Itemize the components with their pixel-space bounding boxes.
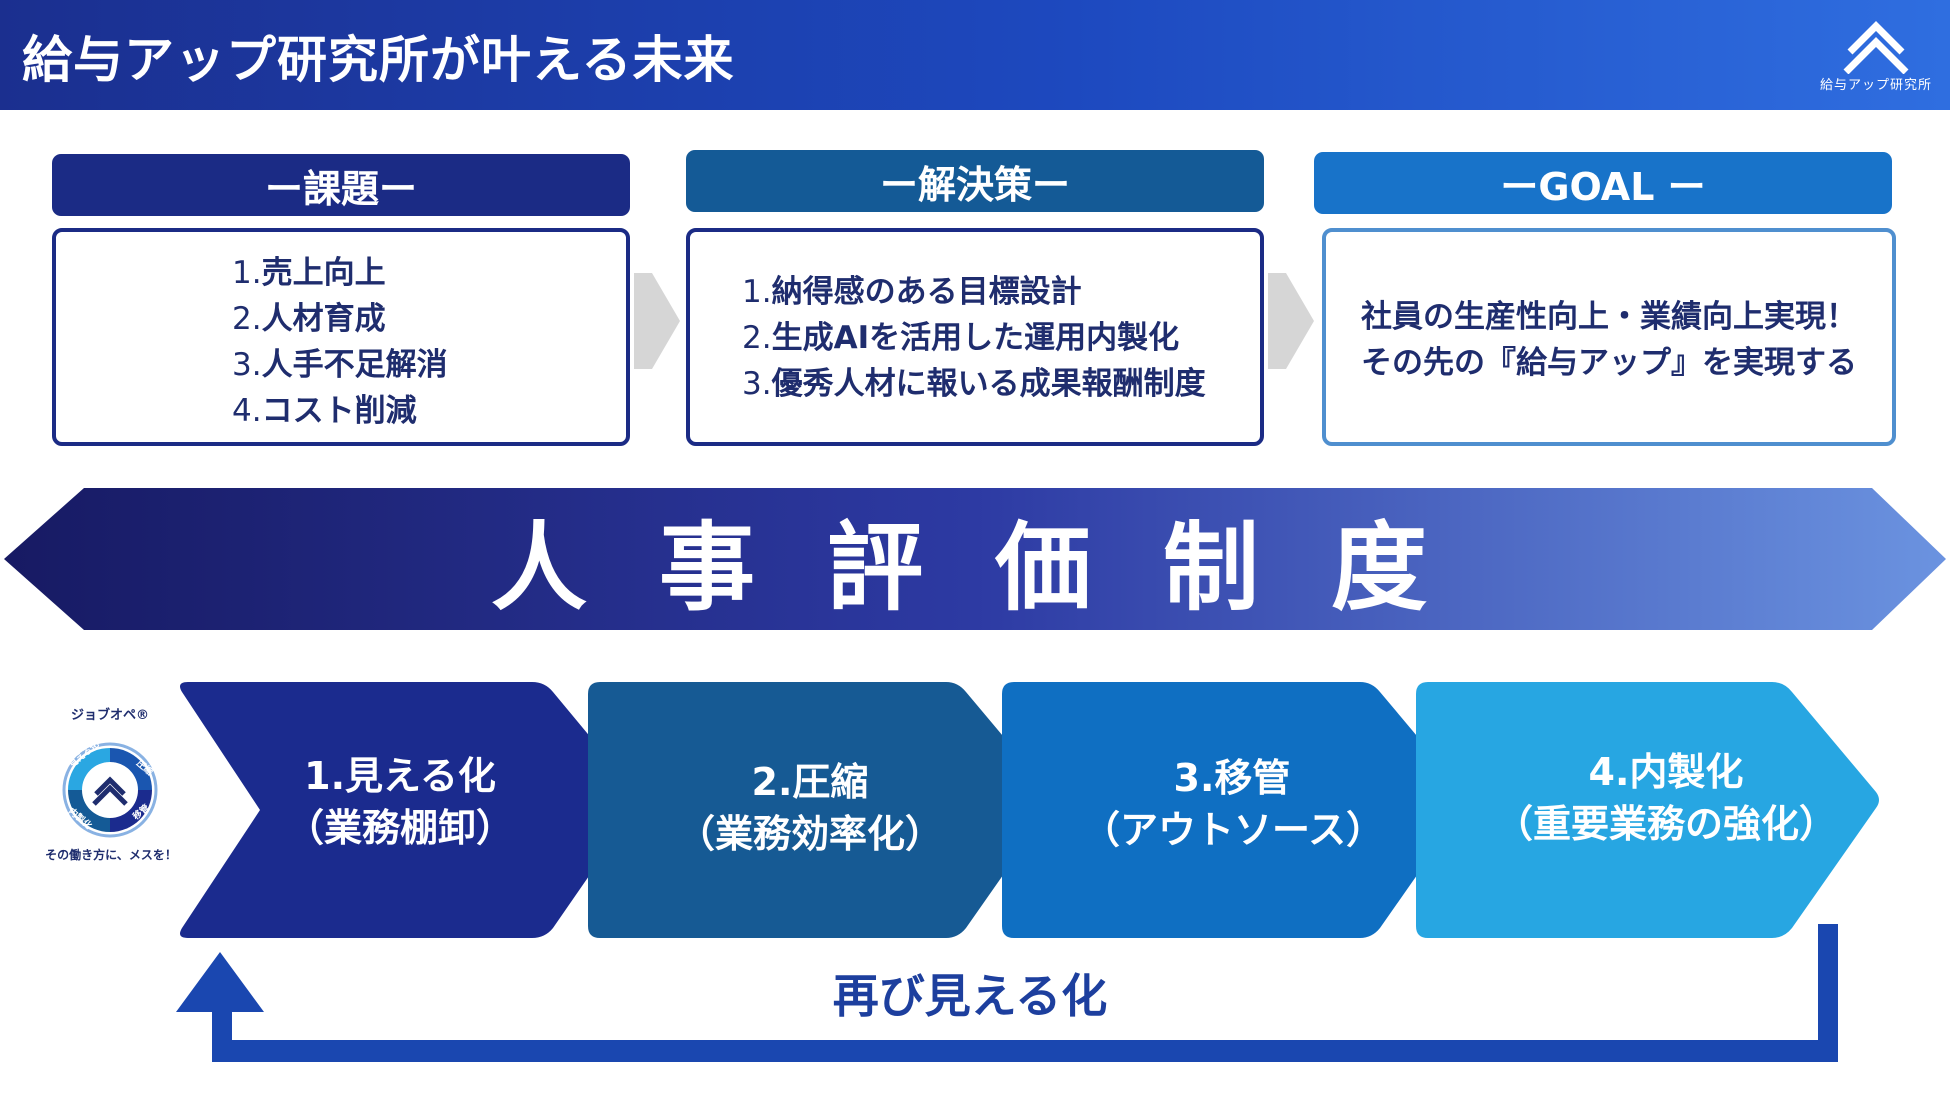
issues-list: 1.売上向上 2.人材育成 3.人手不足解消 4.コスト削減 [232,250,448,434]
step-shape-2 [588,682,1053,938]
column-box-solutions: 1.納得感のある目標設計 2.生成AIを活用した運用内製化 3.優秀人材に報いる… [686,228,1264,446]
step-2-title: 2.圧縮 [751,760,869,804]
step-4-subtitle: （重要業務の強化） [1494,802,1837,846]
loop-back-arrow [176,924,1838,1062]
step-1-title: 1.見える化 [304,754,496,798]
goal-line-1: 社員の生産性向上・業績向上実現！ [1361,299,1857,335]
column-heading-goal-text: ーGOAL ー [1500,164,1706,209]
column-heading-issues-text: ー課題ー [264,166,417,211]
hr-system-band [4,488,1946,630]
list-item: 4.コスト削減 [232,393,417,429]
hr-system-title: 人事評価制度 [491,511,1499,624]
column-heading-solutions-text: ー解決策ー [879,162,1070,207]
solutions-list: 1.納得感のある目標設計 2.生成AIを活用した運用内製化 3.優秀人材に報いる… [742,269,1206,407]
step-3-subtitle: （アウトソース） [1082,808,1385,852]
header-bar: 給与アップ研究所が叶える未来 給与アップ研究所 [0,0,1950,110]
list-item: 1.納得感のある目標設計 [742,274,1082,310]
chevron-right-icon [634,273,680,369]
step-label-3: 3.移管 （アウトソース） [1082,752,1385,856]
list-item: 2.生成AIを活用した運用内製化 [742,320,1180,356]
step-3-title: 3.移管 [1173,756,1291,800]
step-label-4: 4.内製化 （重要業務の強化） [1476,746,1856,850]
goal-line-2: その先の『給与アップ』を実現する [1361,345,1857,381]
page-title: 給与アップ研究所が叶える未来 [22,31,735,89]
logo-text: 給与アップ研究所 [1819,78,1932,93]
column-heading-goal: ーGOAL ー [1314,152,1892,214]
step-shape-4 [1416,682,1879,938]
job-ope-cycle-badge: 見える化 圧縮 移管 内製化 [62,738,158,838]
column-heading-issues: ー課題ー [52,154,630,216]
list-item: 1.売上向上 [232,255,386,291]
step-label-2: 2.圧縮 （業務効率化） [660,756,960,860]
logo-icon [1843,21,1909,74]
list-item: 3.優秀人材に報いる成果報酬制度 [742,366,1206,402]
column-box-goal: 社員の生産性向上・業績向上実現！ その先の『給与アップ』を実現する [1322,228,1896,446]
column-box-issues: 1.売上向上 2.人材育成 3.人手不足解消 4.コスト削減 [52,228,630,446]
list-item: 3.人手不足解消 [232,347,448,383]
loop-label: 再び見える化 [832,969,1108,1023]
step-shape-3 [1002,682,1467,938]
step-label-1: 1.見える化 （業務棚卸） [250,750,550,854]
badge-tagline: その働き方に、メスを！ [45,848,177,862]
badge-name: ジョブオペ® [70,708,149,723]
list-item: 2.人材育成 [232,301,386,337]
column-heading-solutions: ー解決策ー [686,150,1264,212]
step-shape-1 [180,682,639,938]
step-1-subtitle: （業務棚卸） [285,806,514,850]
step-2-subtitle: （業務効率化） [676,812,943,856]
step-4-title: 4.内製化 [1588,750,1744,794]
chevron-right-icon [1268,273,1314,369]
